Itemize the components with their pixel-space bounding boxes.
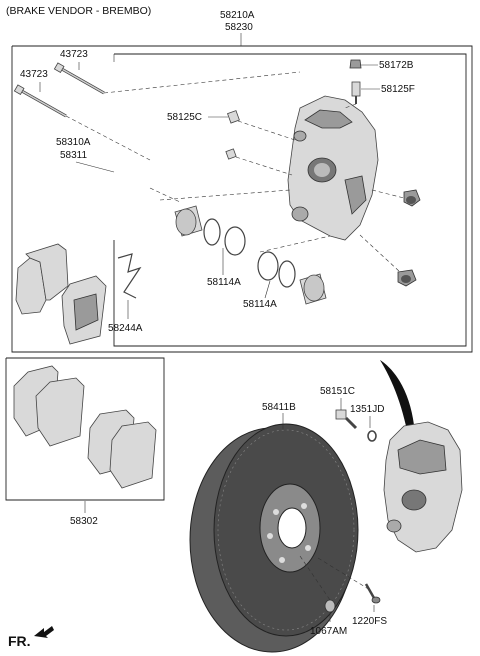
label-58114a-left: 58114A bbox=[207, 277, 241, 288]
pointer-arrow bbox=[380, 360, 414, 426]
label-58310a: 58310A bbox=[56, 137, 91, 148]
label-58125f: 58125F bbox=[381, 84, 415, 95]
label-58230: 58230 bbox=[225, 22, 253, 33]
seal-right-a bbox=[257, 251, 279, 281]
piston-right bbox=[299, 273, 327, 305]
brake-disc bbox=[189, 423, 359, 653]
pad-kit-pad-a bbox=[13, 365, 85, 447]
label-58151c: 58151C bbox=[320, 386, 355, 397]
cap-1067am bbox=[324, 599, 336, 613]
seal-left-a bbox=[203, 218, 221, 246]
caliper-installed bbox=[383, 421, 463, 553]
pad-kit-pad-b bbox=[87, 409, 157, 489]
plug bbox=[225, 148, 237, 160]
label-43723-b: 43723 bbox=[20, 69, 48, 80]
screw-1220fs bbox=[364, 583, 381, 604]
label-1067am: 1067AM bbox=[310, 626, 347, 637]
label-43723-a: 43723 bbox=[60, 49, 88, 60]
vendor-note: (BRAKE VENDOR - BREMBO) bbox=[6, 5, 151, 17]
label-58311: 58311 bbox=[60, 150, 88, 161]
bleeder-cap bbox=[349, 59, 362, 69]
bolt-58125c bbox=[227, 110, 240, 124]
direction-label: FR. bbox=[8, 633, 31, 649]
brake-pad-b bbox=[61, 275, 107, 345]
label-58244a: 58244A bbox=[108, 323, 143, 334]
brake-pad-a bbox=[15, 243, 69, 315]
label-58125c: 58125C bbox=[167, 112, 202, 123]
assembly-frame bbox=[11, 45, 473, 353]
label-58172b: 58172B bbox=[379, 60, 414, 71]
label-1220fs: 1220FS bbox=[352, 616, 387, 627]
label-58210a: 58210A bbox=[220, 10, 255, 21]
anti-rattle-spring bbox=[117, 253, 142, 299]
piston-left bbox=[174, 205, 203, 237]
bleeder-screw bbox=[351, 81, 361, 104]
label-58411b: 58411B bbox=[262, 402, 296, 413]
pad-kit-frame bbox=[5, 357, 165, 501]
bolt-58151c bbox=[335, 409, 358, 430]
seal-left-b bbox=[224, 226, 246, 256]
caliper-body bbox=[287, 95, 379, 241]
label-1351jd: 1351JD bbox=[350, 404, 384, 415]
dust-cap-upper bbox=[403, 189, 421, 207]
caliper-frame bbox=[113, 53, 467, 347]
seal-right-b bbox=[278, 260, 296, 288]
washer-ring bbox=[367, 430, 377, 442]
label-58114a-right: 58114A bbox=[243, 299, 277, 310]
direction-arrow-icon bbox=[34, 626, 54, 638]
label-58302: 58302 bbox=[70, 516, 98, 527]
dust-cap-lower bbox=[397, 269, 417, 287]
guide-pin-b bbox=[13, 84, 67, 118]
guide-pin-a bbox=[53, 62, 105, 95]
